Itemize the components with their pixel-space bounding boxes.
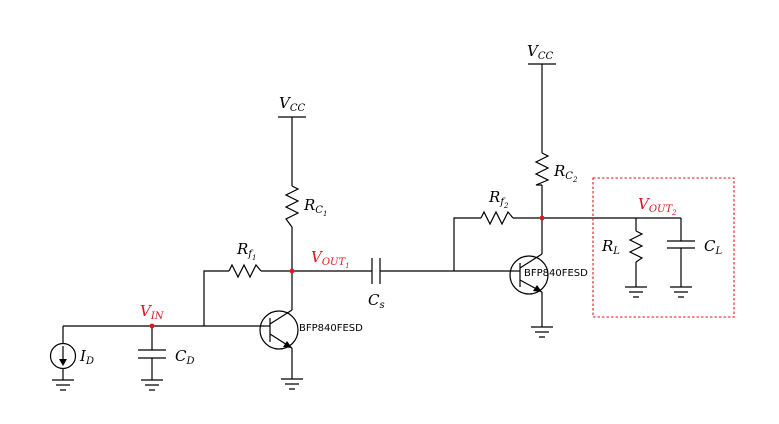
stage2-wiring — [453, 64, 681, 327]
resistor-rc1 — [284, 185, 300, 228]
ground-cl — [670, 286, 692, 298]
label-q1-part: BFP840FESD — [299, 323, 363, 334]
ground-cd — [141, 379, 163, 391]
node-dot-vout1 — [289, 268, 295, 274]
load-highlight-box — [592, 177, 735, 318]
label-cd: CD — [175, 347, 195, 367]
label-vout2: VOUT2 — [638, 195, 677, 217]
ground-q1 — [281, 378, 303, 390]
current-source-id — [49, 342, 77, 370]
label-cs: Cs — [368, 291, 385, 311]
label-vcc2: VCC — [527, 42, 553, 62]
transistor-q1 — [259, 309, 299, 350]
label-rf2: Rf2 — [488, 188, 509, 210]
capacitor-cs — [371, 258, 454, 284]
input-wiring — [62, 325, 204, 380]
ground-id — [52, 379, 74, 391]
label-rl: RL — [601, 237, 620, 257]
label-q2-part: BFP840FESD — [524, 268, 588, 279]
node-dot-vout2 — [539, 215, 545, 221]
label-vout1: VOUT1 — [311, 248, 350, 270]
resistor-rf1 — [228, 263, 262, 279]
resistor-rc2 — [534, 152, 550, 186]
label-vin: VIN — [140, 302, 165, 322]
label-rc1: RC1 — [303, 196, 327, 218]
label-id: ID — [79, 347, 94, 367]
resistor-rl — [628, 230, 644, 263]
capacitor-cl — [667, 240, 695, 249]
ground-q2 — [531, 326, 553, 338]
label-rc2: RC2 — [553, 162, 578, 184]
resistor-rf2 — [480, 210, 514, 226]
capacitor-cd — [138, 349, 166, 359]
label-vcc1: VCC — [279, 94, 305, 114]
ground-rl — [625, 286, 647, 298]
transistor-q2 — [509, 253, 549, 295]
load-wiring — [635, 218, 682, 287]
label-cl: CL — [704, 237, 722, 257]
stage1-wiring — [203, 117, 372, 379]
node-dot-vin — [149, 323, 155, 329]
label-rf1: Rf1 — [236, 240, 256, 262]
